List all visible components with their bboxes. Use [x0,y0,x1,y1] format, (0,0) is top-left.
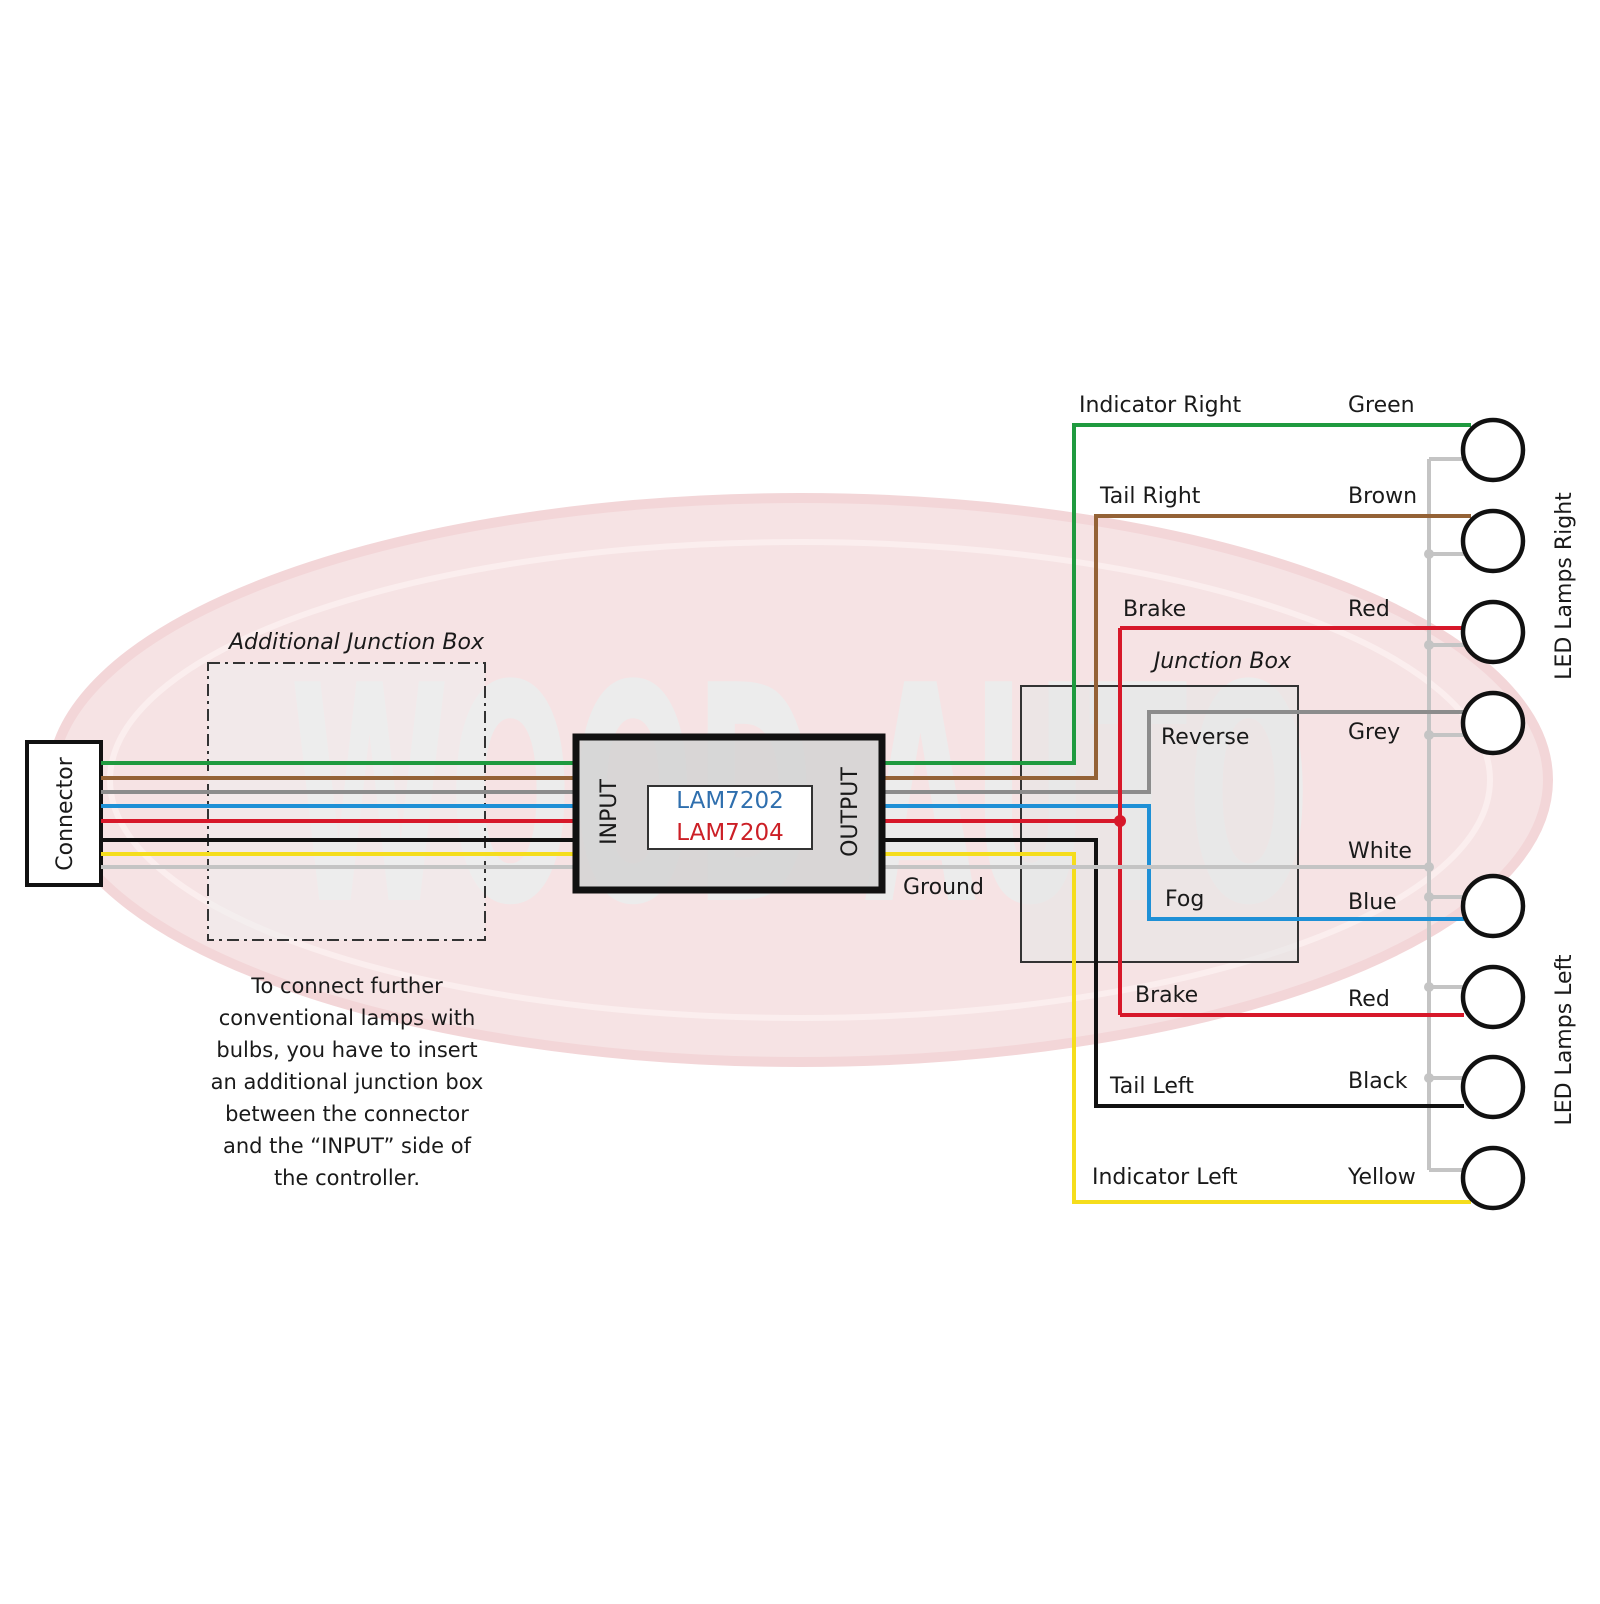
brake-split-node [1114,815,1126,827]
connector-label: Connector [53,756,78,870]
label-indicator-left: Indicator Left [1092,1165,1238,1190]
note-line: bulbs, you have to insert [216,1038,477,1062]
junction-box-title: Junction Box [1150,649,1292,674]
label-reverse: Reverse [1161,725,1249,750]
controller-model-plate [647,785,813,850]
function-labels: Indicator Right Tail Right Brake Reverse… [1079,393,1249,1190]
led-lamp-right-1 [1460,417,1526,483]
input-wire-bundle [101,761,578,869]
note-line: the controller. [274,1166,420,1190]
wire-yellow-indicator-left [880,852,1471,1204]
controller-model-1: LAM7202 [676,788,783,814]
wire-grey-reverse [880,710,1464,794]
note-line: an additional junction box [211,1070,484,1094]
additional-junction-box-title: Additional Junction Box [227,630,485,655]
label-fog: Fog [1165,887,1204,912]
controller-output-label: OUTPUT [838,767,863,857]
lamp-group-right-label: LED Lamps Right [1552,492,1577,680]
led-lamp-left-2 [1460,964,1526,1030]
label-indicator-right: Indicator Right [1079,393,1242,418]
label-color-grey: Grey [1348,720,1400,745]
controller-model-2: LAM7204 [676,820,783,846]
label-tail-right: Tail Right [1099,484,1201,509]
label-color-white: White [1348,839,1412,864]
wire-brown-tail-right [880,514,1471,780]
label-color-blue: Blue [1348,890,1397,915]
label-brake-left: Brake [1135,983,1198,1008]
junction-box-outline [1020,685,1299,963]
led-lamps [1460,417,1526,1211]
wire-black-tail-left [880,838,1464,1108]
ground-node [1424,892,1434,902]
label-color-brown: Brown [1348,484,1417,509]
led-lamp-left-4 [1460,1145,1526,1211]
label-color-green: Green [1348,393,1415,418]
led-lamp-left-1 [1460,873,1526,939]
label-color-yellow: Yellow [1347,1165,1416,1190]
ground-bus [1424,457,1464,1172]
ground-node [1424,730,1434,740]
note-line: conventional lamps with [219,1006,476,1030]
ground-node [1424,640,1434,650]
ground-node [1424,549,1434,559]
wire-blue-fog [880,804,1464,921]
controller-input-label: INPUT [597,779,622,845]
connector-box [25,740,103,887]
note-line: and the “INPUT” side of [223,1134,472,1158]
led-lamp-left-3 [1460,1054,1526,1120]
controller: INPUT OUTPUT LAM7202 LAM7204 [572,733,886,894]
ground-node [1424,982,1434,992]
wire-green-indicator-right [880,423,1471,765]
note-line: between the connector [225,1102,469,1126]
ground-label: Ground [903,875,984,900]
output-wires [880,423,1471,1204]
led-lamp-right-3 [1460,599,1526,665]
junction-box: Junction Box [1020,649,1299,963]
note-line: To connect further [250,974,443,998]
additional-junction-box-note: To connect further conventional lamps wi… [211,974,484,1190]
led-lamp-right-2 [1460,508,1526,574]
label-color-red-left: Red [1348,987,1390,1012]
label-tail-left: Tail Left [1109,1074,1194,1099]
wire-color-labels: Green Brown Red Grey White Blue Red Blac… [1347,393,1417,1190]
ground-node [1424,1073,1434,1083]
label-color-black: Black [1348,1069,1408,1094]
label-brake-right: Brake [1123,597,1186,622]
led-lamp-right-4 [1460,690,1526,756]
additional-junction-box-outline [207,662,486,941]
additional-junction-box: Additional Junction Box [207,630,486,941]
connector-block: Connector [25,740,103,887]
label-color-red-right: Red [1348,597,1390,622]
lamp-group-left-label: LED Lamps Left [1552,954,1577,1125]
